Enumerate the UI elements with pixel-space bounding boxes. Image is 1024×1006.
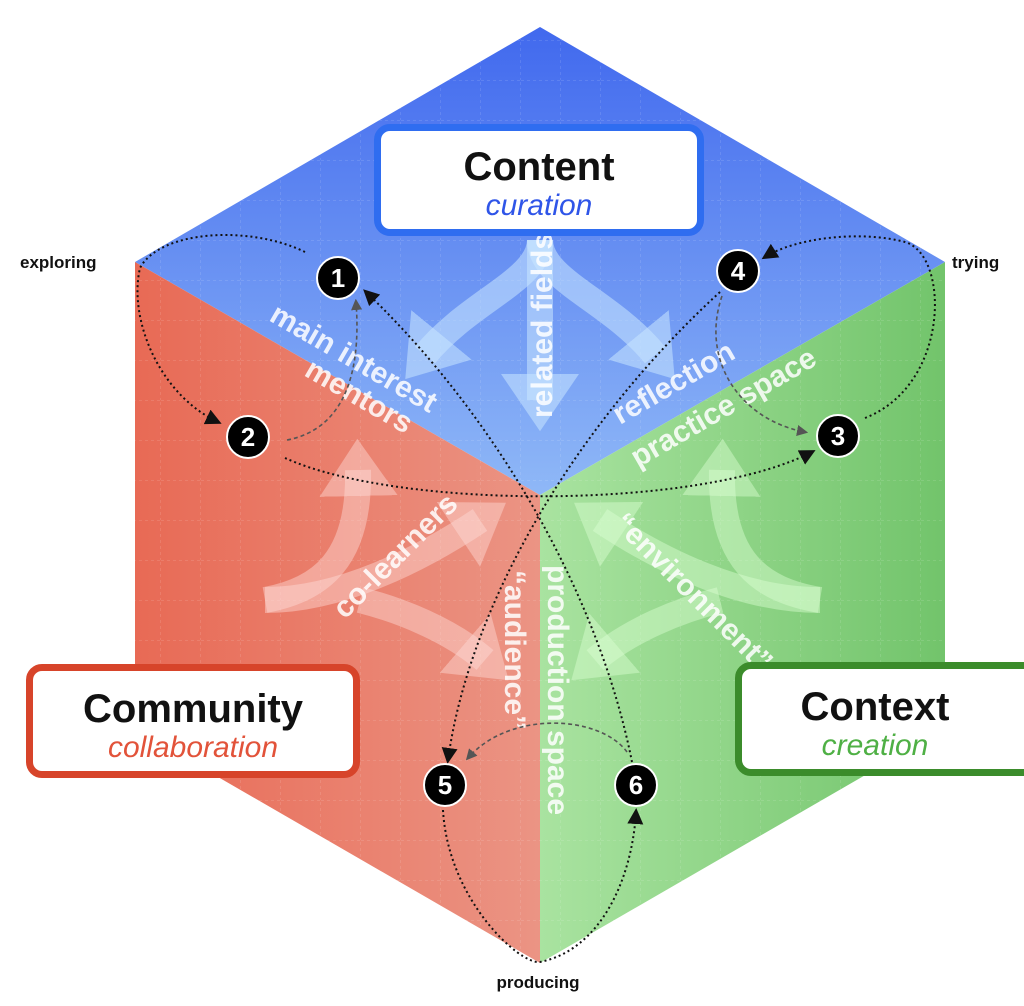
context-subtitle: creation [821,729,929,762]
content-box: Content curation [374,124,704,236]
content-title: Content [463,145,615,189]
corner-label-trying: trying [952,253,999,272]
step-3: 3 [816,414,860,458]
corner-label-exploring: exploring [20,253,97,272]
left-flow-arrows [262,438,509,681]
step-5: 5 [423,763,467,807]
label-production-space: production space [541,565,574,815]
svg-text:6: 6 [629,770,643,800]
community-title: Community [83,687,303,731]
corner-label-producing: producing [496,973,579,992]
svg-text:5: 5 [438,770,452,800]
svg-text:2: 2 [241,422,255,452]
svg-text:3: 3 [831,421,845,451]
step-2: 2 [226,415,270,459]
right-flow-arrows [571,438,823,681]
step-1: 1 [316,256,360,300]
step-4: 4 [716,249,760,293]
top-flow-arrows [405,238,675,432]
svg-text:4: 4 [731,256,746,286]
label-audience: “audience” [498,570,531,730]
step-6: 6 [614,763,658,807]
community-subtitle: collaboration [107,731,279,764]
context-box: Context creation [735,662,1024,776]
community-box: Community collaboration [26,664,360,778]
context-title: Context [800,685,950,729]
content-subtitle: curation [485,189,593,222]
path-connectors [136,233,936,964]
svg-text:1: 1 [331,263,345,293]
label-related-fields: related fields [526,233,559,418]
